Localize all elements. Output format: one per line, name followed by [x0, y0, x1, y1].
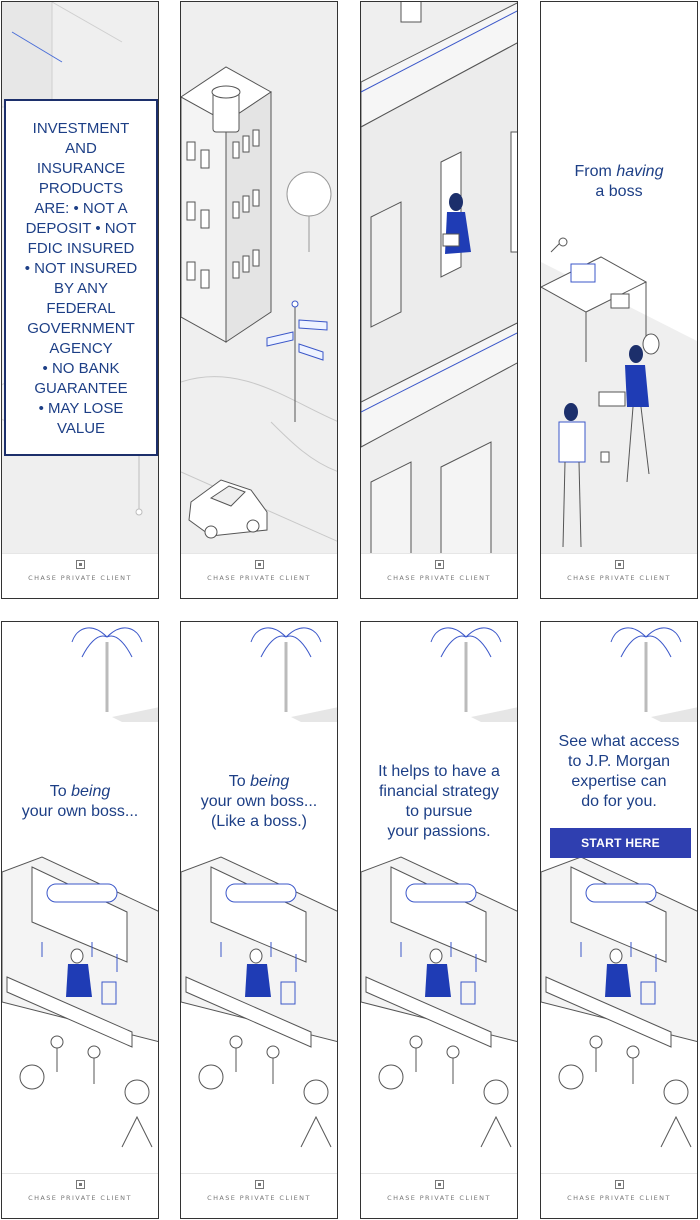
- chase-logo-icon: [434, 1180, 444, 1189]
- office-scene-illustration: [541, 237, 697, 557]
- banner-footer: CHASE PRIVATE CLIENT: [2, 1173, 158, 1218]
- banner-frame-3: CHASE PRIVATE CLIENT: [360, 1, 518, 599]
- headline: From having a boss: [574, 163, 664, 200]
- food-truck-illustration: [541, 627, 697, 1148]
- banner-frame-2: CHASE PRIVATE CLIENT: [180, 1, 338, 599]
- banner-frame-6: To being your own boss... (Like a boss.)…: [180, 621, 338, 1219]
- brand-name: CHASE PRIVATE CLIENT: [207, 574, 311, 582]
- disclaimer-line: DEPOSIT • NOT: [25, 220, 137, 237]
- start-here-button[interactable]: START HERE: [550, 828, 691, 858]
- food-truck-illustration: [181, 627, 337, 1148]
- banner-frame-7: It helps to have a financial strategy to…: [360, 621, 518, 1219]
- disclaimer-line: VALUE: [56, 420, 106, 437]
- chase-logo-icon: [254, 560, 264, 569]
- chase-logo-icon: [75, 560, 85, 569]
- banner-footer: CHASE PRIVATE CLIENT: [361, 1173, 517, 1218]
- disclaimer-line: • MAY LOSE: [38, 400, 124, 417]
- banner-frame-8: See what access to J.P. Morgan expertise…: [540, 621, 698, 1219]
- brand-name: CHASE PRIVATE CLIENT: [28, 1194, 132, 1202]
- brand-name: CHASE PRIVATE CLIENT: [567, 1194, 671, 1202]
- banner-footer: CHASE PRIVATE CLIENT: [541, 1173, 697, 1218]
- regulatory-disclaimer: INVESTMENT AND INSURANCE PRODUCTS ARE: •…: [4, 99, 158, 456]
- city-building-illustration: [2, 2, 158, 516]
- disclaimer-line: INVESTMENT: [32, 120, 130, 137]
- banner-footer: CHASE PRIVATE CLIENT: [181, 1173, 337, 1218]
- brand-name: CHASE PRIVATE CLIENT: [207, 1194, 311, 1202]
- banner-frame-4: From having a boss CHASE PRIVATE CLIENT: [540, 1, 698, 599]
- street-building-illustration: [181, 66, 337, 542]
- brand-name: CHASE PRIVATE CLIENT: [387, 1194, 491, 1202]
- disclaimer-line: INSURANCE: [36, 160, 126, 177]
- disclaimer-line: • NOT INSURED: [24, 260, 138, 277]
- banner-footer: CHASE PRIVATE CLIENT: [361, 553, 517, 598]
- headline: See what access to J.P. Morgan expertise…: [558, 733, 680, 810]
- disclaimer-line: ARE: • NOT A: [34, 200, 128, 217]
- disclaimer-line: FEDERAL: [46, 300, 116, 317]
- office-window-illustration: [361, 2, 517, 563]
- banner-footer: CHASE PRIVATE CLIENT: [181, 553, 337, 598]
- banner-frame-1: INVESTMENT AND INSURANCE PRODUCTS ARE: •…: [1, 1, 159, 599]
- headline: To being your own boss...: [21, 783, 139, 820]
- banner-footer: CHASE PRIVATE CLIENT: [2, 553, 158, 598]
- chase-logo-icon: [614, 560, 624, 569]
- disclaimer-line: GOVERNMENT: [27, 320, 135, 337]
- chase-logo-icon: [434, 560, 444, 569]
- chase-logo-icon: [254, 1180, 264, 1189]
- disclaimer-line: GUARANTEE: [34, 380, 128, 397]
- banner-footer: CHASE PRIVATE CLIENT: [541, 553, 697, 598]
- disclaimer-line: FDIC INSURED: [27, 240, 135, 257]
- chase-logo-icon: [614, 1180, 624, 1189]
- food-truck-illustration: [361, 627, 517, 1148]
- banner-frame-5: To being your own boss... CHASE PRIVATE …: [1, 621, 159, 1219]
- brand-name: CHASE PRIVATE CLIENT: [387, 574, 491, 582]
- headline: It helps to have a financial strategy to…: [378, 763, 500, 840]
- disclaimer-line: PRODUCTS: [38, 180, 124, 197]
- brand-name: CHASE PRIVATE CLIENT: [567, 574, 671, 582]
- disclaimer-line: BY ANY: [54, 280, 108, 297]
- food-truck-illustration: [2, 627, 158, 1148]
- brand-name: CHASE PRIVATE CLIENT: [28, 574, 132, 582]
- disclaimer-line: AGENCY: [49, 340, 113, 357]
- chase-logo-icon: [75, 1180, 85, 1189]
- disclaimer-line: • NO BANK: [42, 360, 120, 377]
- headline: To being your own boss... (Like a boss.): [200, 773, 318, 830]
- disclaimer-line: AND: [65, 140, 97, 157]
